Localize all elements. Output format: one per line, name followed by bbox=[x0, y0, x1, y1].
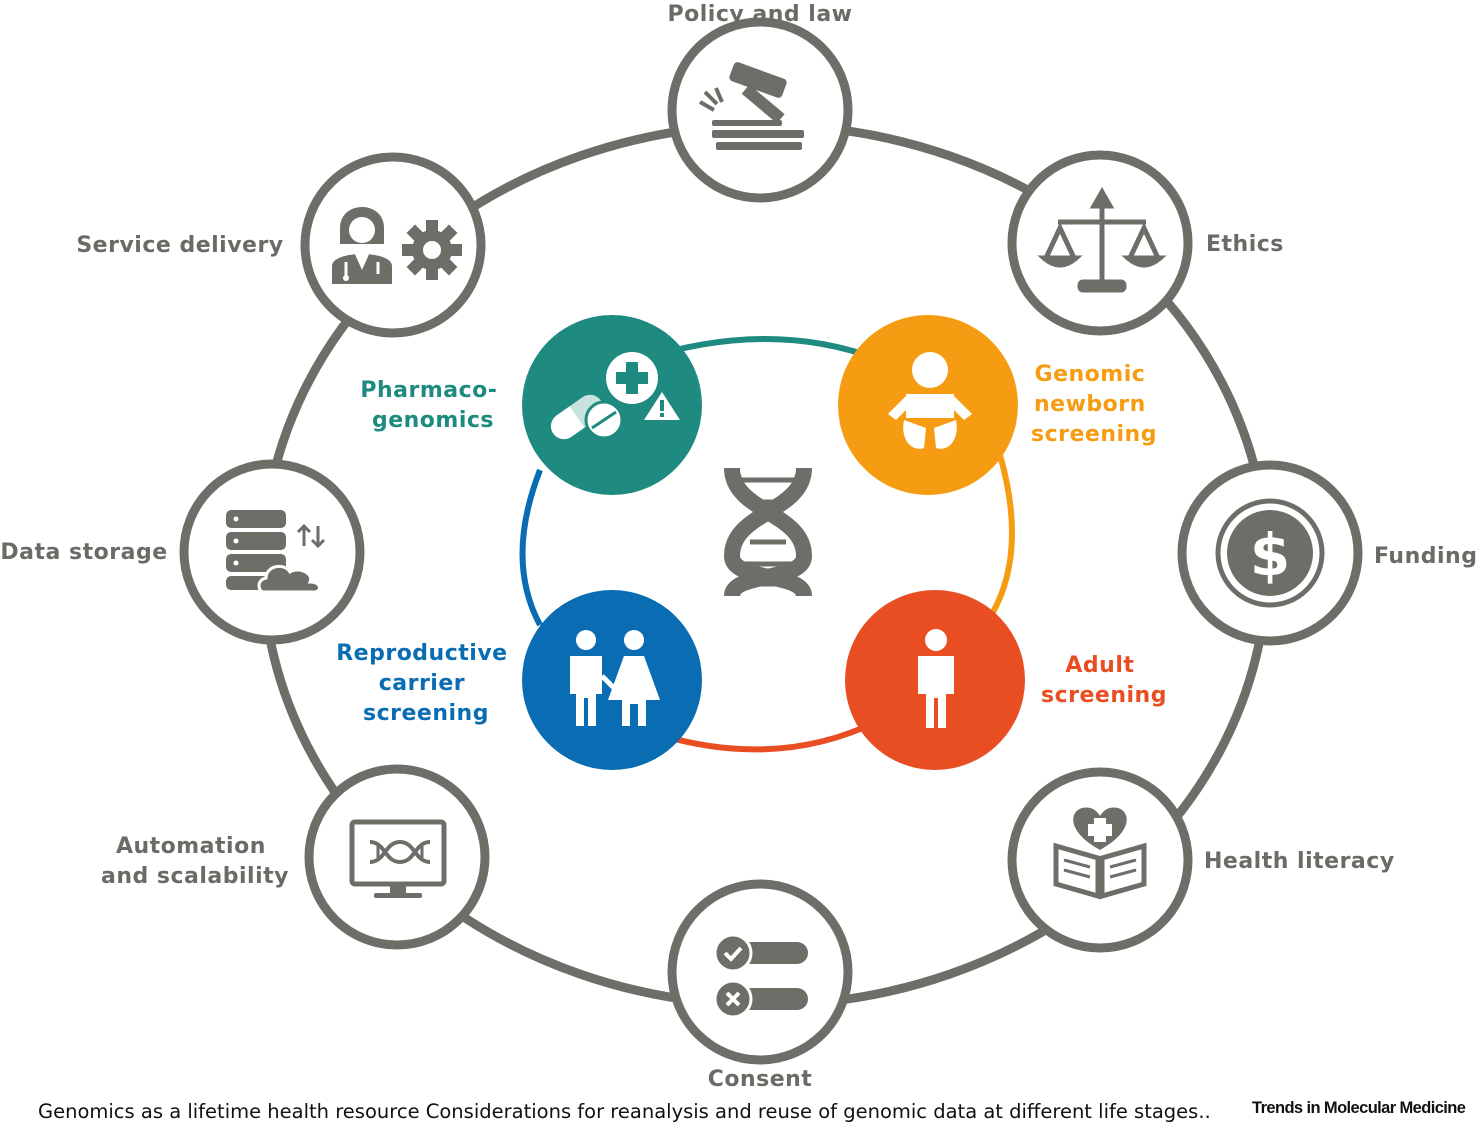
outer-node-funding[interactable]: $ Funding bbox=[1177, 460, 1477, 646]
inner-node-pharmacogenomics[interactable]: Pharmaco- genomics bbox=[360, 315, 702, 495]
inner-label-adult-screening: Adult screening bbox=[1041, 653, 1167, 708]
couple-icon bbox=[570, 630, 660, 726]
dollar-coin-icon: $ bbox=[1215, 498, 1325, 608]
doctor-gear-icon bbox=[332, 207, 462, 284]
outer-node-health-literacy[interactable]: Health literacy bbox=[1007, 767, 1395, 953]
outer-label-funding: Funding bbox=[1374, 544, 1477, 569]
svg-text:$: $ bbox=[1250, 521, 1290, 589]
dna-icon bbox=[723, 467, 813, 599]
outer-node-data-storage[interactable]: Data storage bbox=[0, 459, 365, 645]
baby-icon bbox=[888, 352, 972, 449]
health-book-icon bbox=[1053, 807, 1147, 900]
outer-node-ethics[interactable]: Ethics bbox=[1007, 150, 1284, 336]
gavel-icon bbox=[699, 62, 804, 150]
outer-label-service-delivery: Service delivery bbox=[76, 233, 283, 258]
scales-icon bbox=[1037, 186, 1167, 293]
outer-label-health-literacy: Health literacy bbox=[1204, 849, 1395, 874]
outer-node-consent[interactable]: Consent bbox=[667, 879, 853, 1092]
inner-node-adult-screening[interactable]: Adult screening bbox=[845, 590, 1167, 770]
inner-label-pharmacogenomics: Pharmaco- genomics bbox=[360, 378, 505, 433]
figure-caption: Genomics as a lifetime health resource C… bbox=[38, 1100, 1211, 1123]
inner-ring bbox=[519, 336, 1015, 753]
consent-checklist-icon bbox=[713, 933, 808, 1019]
inner-label-reproductive-carrier-screening: Reproductive carrier screening bbox=[336, 641, 516, 726]
dna-monitor-icon bbox=[349, 819, 447, 898]
journal-name: Trends in Molecular Medicine bbox=[1252, 1099, 1466, 1117]
outer-node-policy-and-law[interactable]: Policy and law bbox=[667, 2, 853, 203]
inner-label-genomic-newborn-screening: Genomic newborn screening bbox=[1031, 362, 1157, 447]
outer-label-data-storage: Data storage bbox=[0, 540, 167, 565]
pills-icon bbox=[550, 352, 680, 440]
outer-label-automation-and-scalability: Automation and scalability bbox=[101, 834, 289, 889]
inner-node-reproductive-carrier-screening[interactable]: Reproductive carrier screening bbox=[336, 590, 702, 770]
outer-label-policy-and-law: Policy and law bbox=[668, 2, 853, 27]
inner-node-genomic-newborn-screening[interactable]: Genomic newborn screening bbox=[838, 315, 1157, 495]
outer-node-service-delivery[interactable]: Service delivery bbox=[76, 152, 486, 338]
adult-person-icon bbox=[918, 629, 954, 728]
outer-label-ethics: Ethics bbox=[1206, 232, 1284, 257]
database-cloud-icon bbox=[226, 510, 326, 594]
outer-node-automation-and-scalability[interactable]: Automation and scalability bbox=[101, 764, 490, 950]
outer-label-consent: Consent bbox=[708, 1067, 813, 1092]
